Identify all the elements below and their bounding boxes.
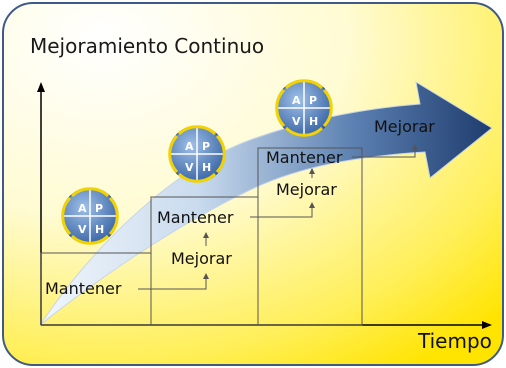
connector-arrowheads [203, 144, 418, 279]
x-axis-arrowhead [482, 321, 492, 329]
cycle-letter-h: H [202, 161, 211, 174]
cycle-letter-p: P [95, 202, 103, 215]
cycle-letter-p: P [202, 140, 210, 153]
pdca-cycle-3: A P V H [275, 79, 333, 137]
step-box-3 [257, 147, 363, 326]
diagram-title: Mejoramiento Continuo [30, 34, 265, 58]
cycle-letter-a: A [78, 202, 87, 215]
step-3-mantener-label: Mantener [266, 148, 343, 167]
cycle-letter-v: V [78, 223, 87, 236]
step-2-mejorar-label: Mejorar [276, 180, 337, 199]
cycle-letter-h: H [309, 115, 318, 128]
connectors [138, 148, 416, 290]
step-1-mantener-label: Mantener [45, 279, 122, 298]
step-1-mejorar-label: Mejorar [171, 249, 232, 268]
pdca-cycle-1: A P V H [61, 187, 119, 245]
cycle-letter-a: A [185, 140, 194, 153]
cycle-letter-v: V [292, 115, 301, 128]
step-2-mantener-label: Mantener [157, 208, 234, 227]
cycle-letter-h: H [95, 223, 104, 236]
y-axis-arrowhead [37, 82, 45, 92]
cycle-letter-a: A [292, 94, 301, 107]
cycle-letter-v: V [185, 161, 194, 174]
pdca-cycle-2: A P V H [168, 125, 226, 183]
final-mejorar-label: Mejorar [374, 117, 435, 136]
cycle-letter-p: P [309, 94, 317, 107]
improvement-arrow [39, 80, 493, 326]
x-axis-label: Tiempo [418, 329, 492, 353]
